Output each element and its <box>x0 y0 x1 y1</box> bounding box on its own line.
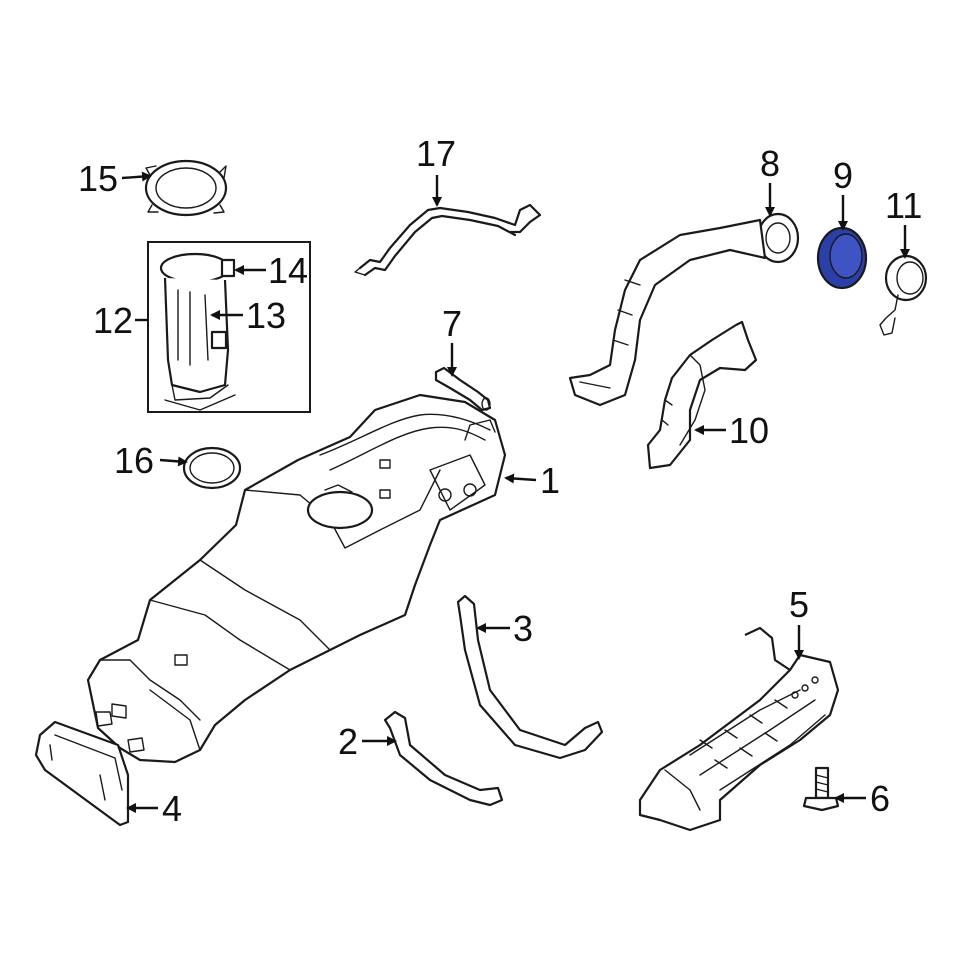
callout-15[interactable]: 15 <box>78 158 118 199</box>
callout-6[interactable]: 6 <box>870 778 890 819</box>
vent-tube-part-17[interactable] <box>354 203 542 277</box>
arrow-1 <box>504 473 537 484</box>
lock-ring-part-15[interactable] <box>144 159 228 217</box>
callout-17[interactable]: 17 <box>416 133 456 174</box>
heat-shield-part-4[interactable] <box>34 720 130 827</box>
tank-strap-part-2[interactable] <box>383 710 504 807</box>
callout-12[interactable]: 12 <box>93 300 133 341</box>
callout-11[interactable]: 11 <box>885 185 922 226</box>
filler-pipe-part-8[interactable] <box>568 212 800 407</box>
fuel-pump-box-part-12[interactable] <box>147 241 311 413</box>
callout-13[interactable]: 13 <box>246 295 286 336</box>
fuel-tank-part-1[interactable] <box>86 393 507 764</box>
bolt-part-6[interactable] <box>802 766 840 812</box>
callout-5[interactable]: 5 <box>789 584 809 625</box>
callout-9[interactable]: 9 <box>833 155 853 196</box>
skid-plate-part-5[interactable] <box>638 626 840 832</box>
callout-3[interactable]: 3 <box>513 608 533 649</box>
callout-2[interactable]: 2 <box>338 721 358 762</box>
callout-1[interactable]: 1 <box>540 460 560 501</box>
callout-7[interactable]: 7 <box>442 303 462 344</box>
gasket-part-16[interactable] <box>182 446 242 490</box>
filler-seal-part-9[interactable] <box>816 226 868 290</box>
callout-4[interactable]: 4 <box>162 788 182 829</box>
callout-8[interactable]: 8 <box>760 143 780 184</box>
callout-labels: 1 2 3 4 5 6 7 8 9 10 11 12 13 14 15 16 1… <box>78 133 922 829</box>
callout-10[interactable]: 10 <box>729 410 769 451</box>
callout-16[interactable]: 16 <box>114 440 154 481</box>
arrow-16 <box>159 456 188 467</box>
fuel-cap-part-11[interactable] <box>879 254 928 336</box>
leader-arrows <box>121 171 910 813</box>
arrow-15 <box>121 171 152 182</box>
callout-14[interactable]: 14 <box>268 250 308 291</box>
filler-shield-part-10[interactable] <box>646 320 758 470</box>
